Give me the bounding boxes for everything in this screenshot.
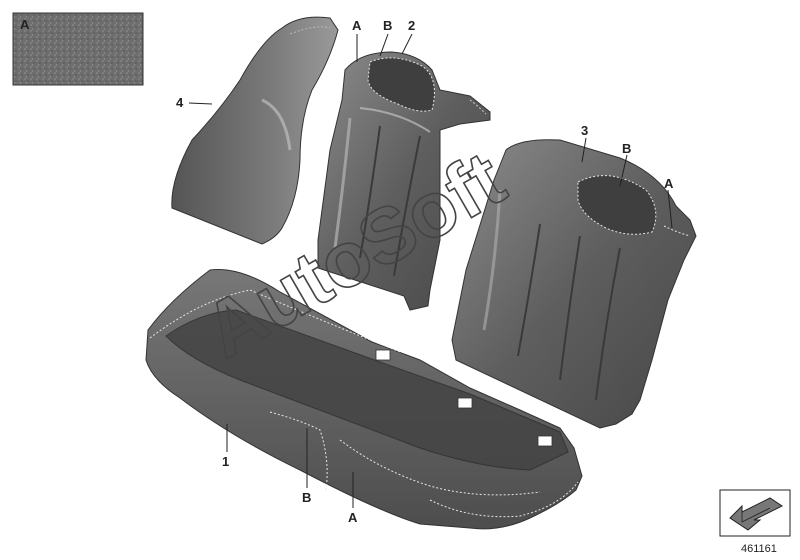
part-2-left-backrest: [317, 51, 491, 311]
callout-labels: 4 A B 2 3 B A 1 B A: [176, 18, 674, 525]
callout-a-left-backrest: A: [352, 18, 362, 33]
callout-b-cushion: B: [302, 490, 311, 505]
material-swatch: [12, 12, 144, 86]
part-3-right-backrest: [451, 139, 697, 429]
callout-a-right-backrest: A: [664, 176, 674, 191]
direction-arrow-icon: [729, 497, 783, 531]
callout-b-right-backrest: B: [622, 141, 631, 156]
part-4-side-panel: [171, 16, 339, 245]
callout-b-left-backrest: B: [383, 18, 392, 33]
callout-part-4: 4: [176, 95, 184, 110]
orientation-arrow-box: [719, 489, 791, 537]
document-number: 461161: [741, 543, 777, 555]
inset-label: A: [20, 17, 30, 32]
callout-part-3: 3: [581, 123, 588, 138]
callout-a-cushion: A: [348, 510, 358, 525]
callout-part-2: 2: [408, 18, 415, 33]
material-inset: A: [12, 12, 144, 86]
leader-lines: [188, 33, 673, 508]
callout-part-1: 1: [222, 454, 229, 469]
part-1-seat-cushion: [145, 268, 583, 530]
